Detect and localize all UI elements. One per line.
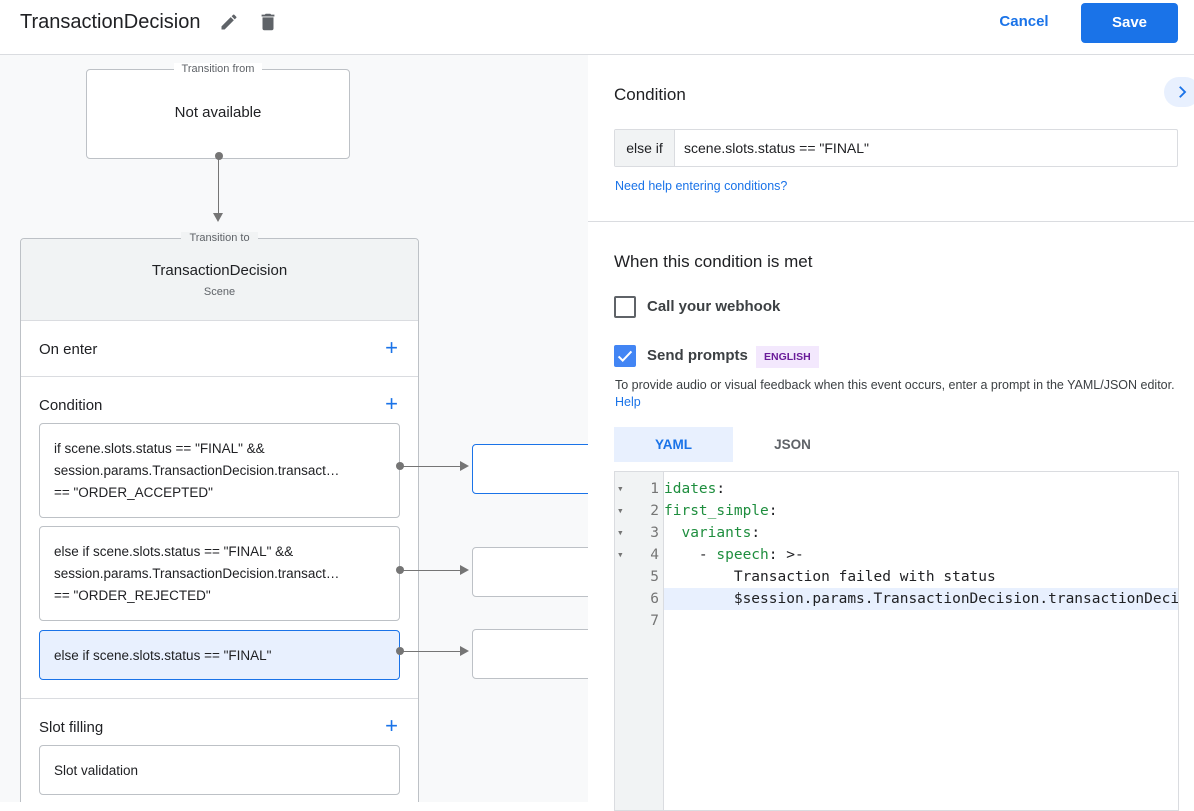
language-badge: ENGLISH: [756, 346, 819, 368]
line-number: 3: [650, 525, 659, 541]
on-enter-section[interactable]: On enter +: [21, 320, 418, 376]
transition-target[interactable]: [472, 629, 588, 679]
code-text: Transaction failed with status: [733, 569, 996, 585]
tab-yaml[interactable]: YAML: [614, 427, 733, 462]
webhook-checkbox[interactable]: [614, 296, 636, 318]
code-text: $session.params.TransactionDecision.tran…: [733, 591, 1179, 607]
code-text: first_simple:: [664, 503, 778, 519]
condition-title: Condition: [614, 85, 686, 104]
add-slot-icon[interactable]: +: [385, 713, 398, 738]
editor-gutter: [615, 472, 664, 810]
scene-type: Scene: [203, 286, 236, 298]
delete-icon[interactable]: [257, 11, 279, 33]
condition-text: session.params.TransactionDecision.trans…: [54, 566, 340, 581]
header: TransactionDecision Cancel Save: [0, 0, 1194, 55]
webhook-label: Call your webhook: [647, 298, 781, 315]
condition-text: if scene.slots.status == "FINAL" &&: [54, 441, 265, 456]
condition-text: else if scene.slots.status == "FINAL": [54, 648, 272, 663]
condition-item-selected[interactable]: else if scene.slots.status == "FINAL": [39, 630, 400, 680]
transition-target[interactable]: [472, 444, 588, 494]
flow-canvas: Transition from Not available Transition…: [0, 55, 588, 802]
condition-panel: Condition else if scene.slots.status == …: [588, 55, 1194, 811]
connector-line: [218, 156, 219, 214]
connector-line: [400, 570, 462, 571]
condition-field[interactable]: else if scene.slots.status == "FINAL": [614, 129, 1178, 167]
condition-text: == "ORDER_ACCEPTED": [54, 485, 213, 500]
met-title: When this condition is met: [614, 252, 813, 271]
help-link[interactable]: Help: [615, 395, 641, 409]
code-text: - speech: >-: [664, 547, 804, 563]
prompts-label: Send prompts: [647, 347, 748, 364]
code-text: idates:: [664, 481, 726, 497]
transition-from-label: Transition from: [173, 63, 263, 75]
line-number: 7: [650, 613, 659, 629]
arrow-right-icon: [460, 565, 469, 575]
code-line: ▾ 2 first_simple:: [615, 500, 1178, 522]
transition-to-label: Transition to: [181, 232, 258, 244]
line-number: 2: [650, 503, 659, 519]
slot-validation-item[interactable]: Slot validation: [39, 745, 400, 795]
condition-item[interactable]: if scene.slots.status == "FINAL" && sess…: [39, 423, 400, 518]
help-conditions-link[interactable]: Need help entering conditions?: [615, 179, 788, 193]
line-number: 4: [650, 547, 659, 563]
condition-item[interactable]: else if scene.slots.status == "FINAL" &&…: [39, 526, 400, 621]
prompt-description: To provide audio or visual feedback when…: [615, 377, 1175, 411]
arrow-right-icon: [460, 646, 469, 656]
line-number: 5: [650, 569, 659, 585]
transition-from-value: Not available: [174, 104, 262, 121]
arrow-down-icon: [213, 213, 223, 222]
fold-icon[interactable]: ▾: [617, 482, 624, 495]
page-title: TransactionDecision: [20, 11, 201, 33]
connector-line: [400, 651, 462, 652]
condition-text: == "ORDER_REJECTED": [54, 588, 211, 603]
transition-target[interactable]: [472, 547, 588, 597]
add-condition-icon[interactable]: +: [385, 391, 398, 416]
slot-filling-label: Slot filling: [39, 719, 104, 736]
fold-icon[interactable]: ▾: [617, 548, 624, 561]
slot-validation-label: Slot validation: [54, 763, 139, 778]
condition-text: session.params.TransactionDecision.trans…: [54, 463, 340, 478]
condition-text: else if scene.slots.status == "FINAL" &&: [54, 544, 294, 559]
prompts-checkbox[interactable]: [614, 345, 636, 367]
connector-dot: [215, 152, 223, 160]
fold-icon[interactable]: ▾: [617, 504, 624, 517]
condition-input[interactable]: scene.slots.status == "FINAL": [684, 140, 870, 156]
slot-filling-section: Slot filling + Slot validation: [21, 698, 418, 802]
line-number: 6: [650, 591, 659, 607]
description-text: To provide audio or visual feedback when…: [615, 378, 1175, 392]
save-button[interactable]: Save: [1081, 3, 1178, 43]
code-line: 6 $session.params.TransactionDecision.tr…: [615, 588, 1179, 610]
chevron-right-icon: [1179, 86, 1187, 98]
edit-icon[interactable]: [219, 12, 239, 32]
condition-prefix: else if: [615, 130, 675, 166]
add-on-enter-icon[interactable]: +: [385, 335, 398, 360]
code-editor[interactable]: ▾ 1 idates: ▾ 2 first_simple: ▾ 3 variants: ▾ 4 -…: [614, 471, 1179, 811]
code-line: 5 Transaction failed with status: [615, 566, 1178, 588]
fold-icon[interactable]: ▾: [617, 526, 624, 539]
divider: [588, 221, 1194, 222]
checkmark-icon: [617, 350, 633, 363]
cancel-button[interactable]: Cancel: [999, 13, 1049, 30]
on-enter-label: On enter: [39, 341, 98, 358]
code-text: variants:: [681, 525, 761, 541]
tab-json[interactable]: JSON: [774, 437, 811, 452]
condition-section: Condition + if scene.slots.status == "FI…: [21, 376, 418, 698]
scene-card: Transition to TransactionDecision Scene …: [20, 232, 419, 802]
code-line: ▾ 3 variants:: [615, 522, 1178, 544]
code-line: 7: [615, 610, 1178, 632]
arrow-right-icon: [460, 461, 469, 471]
transition-from-card: Transition from Not available: [86, 63, 350, 159]
scene-name: TransactionDecision: [151, 262, 288, 279]
condition-label: Condition: [39, 397, 103, 414]
line-number: 1: [650, 481, 659, 497]
collapse-panel-button[interactable]: [1164, 77, 1194, 107]
code-line: ▾ 1 idates:: [615, 478, 1178, 500]
code-line: ▾ 4 - speech: >-: [615, 544, 1178, 566]
connector-line: [400, 466, 462, 467]
